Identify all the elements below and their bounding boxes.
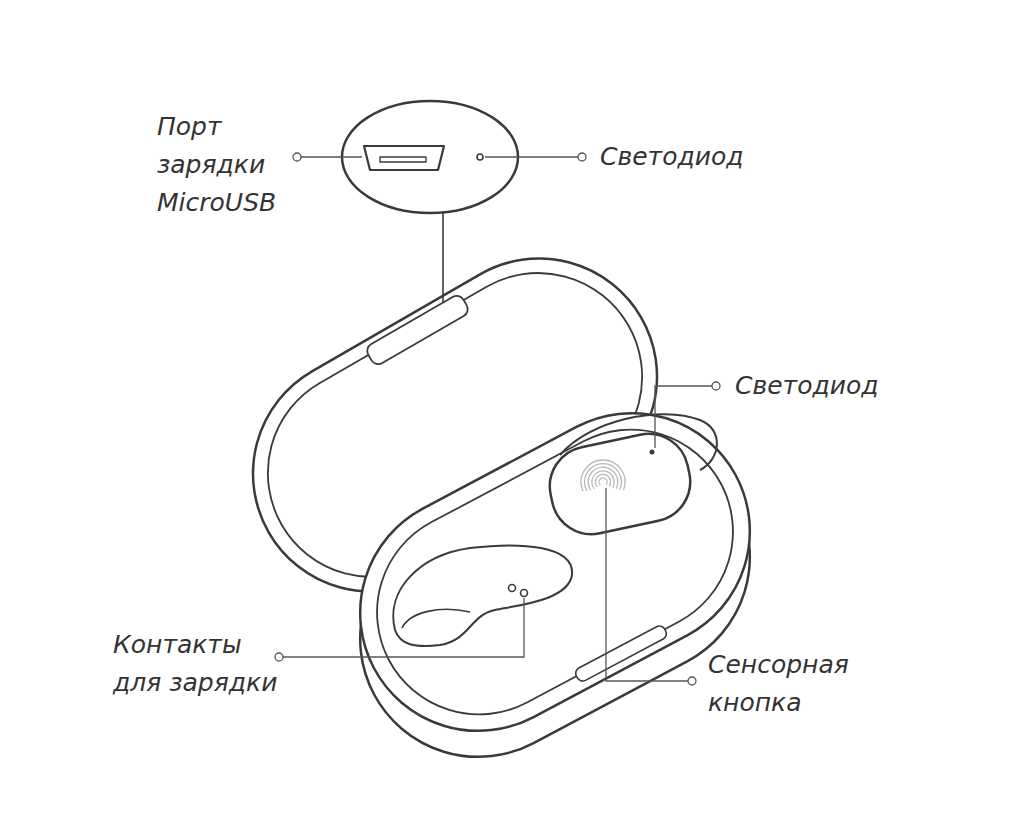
part-label: Светодиод: [735, 367, 935, 405]
fingerprint-ridge: [588, 467, 618, 490]
inset-leader: [442, 212, 444, 302]
leader-dot: [578, 153, 586, 161]
leader-lines: [275, 153, 720, 685]
leader-line: [655, 386, 712, 448]
leader-dot: [275, 653, 283, 661]
leader-line: [485, 156, 578, 157]
leader-line: [301, 156, 362, 157]
leader-dot: [712, 382, 720, 390]
lid-slot: [364, 293, 470, 367]
fingerprint-ridge: [592, 471, 614, 489]
earbud-cavity: [393, 545, 572, 646]
led-dot: [650, 450, 655, 455]
charging-contact: [509, 585, 516, 592]
part-label: Светодиод: [600, 138, 800, 176]
leader-line: [283, 598, 524, 657]
port-tongue: [380, 157, 426, 162]
leader-dot: [688, 677, 696, 685]
fingerprint-ridge: [595, 474, 610, 487]
fingerprint: [581, 460, 625, 491]
part-label: Порт зарядки MicroUSB: [157, 108, 307, 222]
inset-led: [477, 154, 483, 160]
microusb-port: [364, 146, 444, 170]
touch-button: [542, 426, 697, 541]
part-label: Контакты для зарядки: [113, 626, 293, 702]
leader-dot: [293, 153, 301, 161]
cavity-edge: [402, 609, 470, 628]
part-label: Сенсорная кнопка: [708, 646, 883, 722]
fingerprint-ridge: [585, 464, 622, 491]
fingerprint-ridge: [599, 478, 607, 485]
fingerprint-ridge: [581, 460, 625, 491]
charging-contact: [521, 590, 528, 597]
leader-line: [606, 488, 688, 681]
base-rim: [341, 394, 769, 751]
base-slot: [574, 624, 669, 683]
